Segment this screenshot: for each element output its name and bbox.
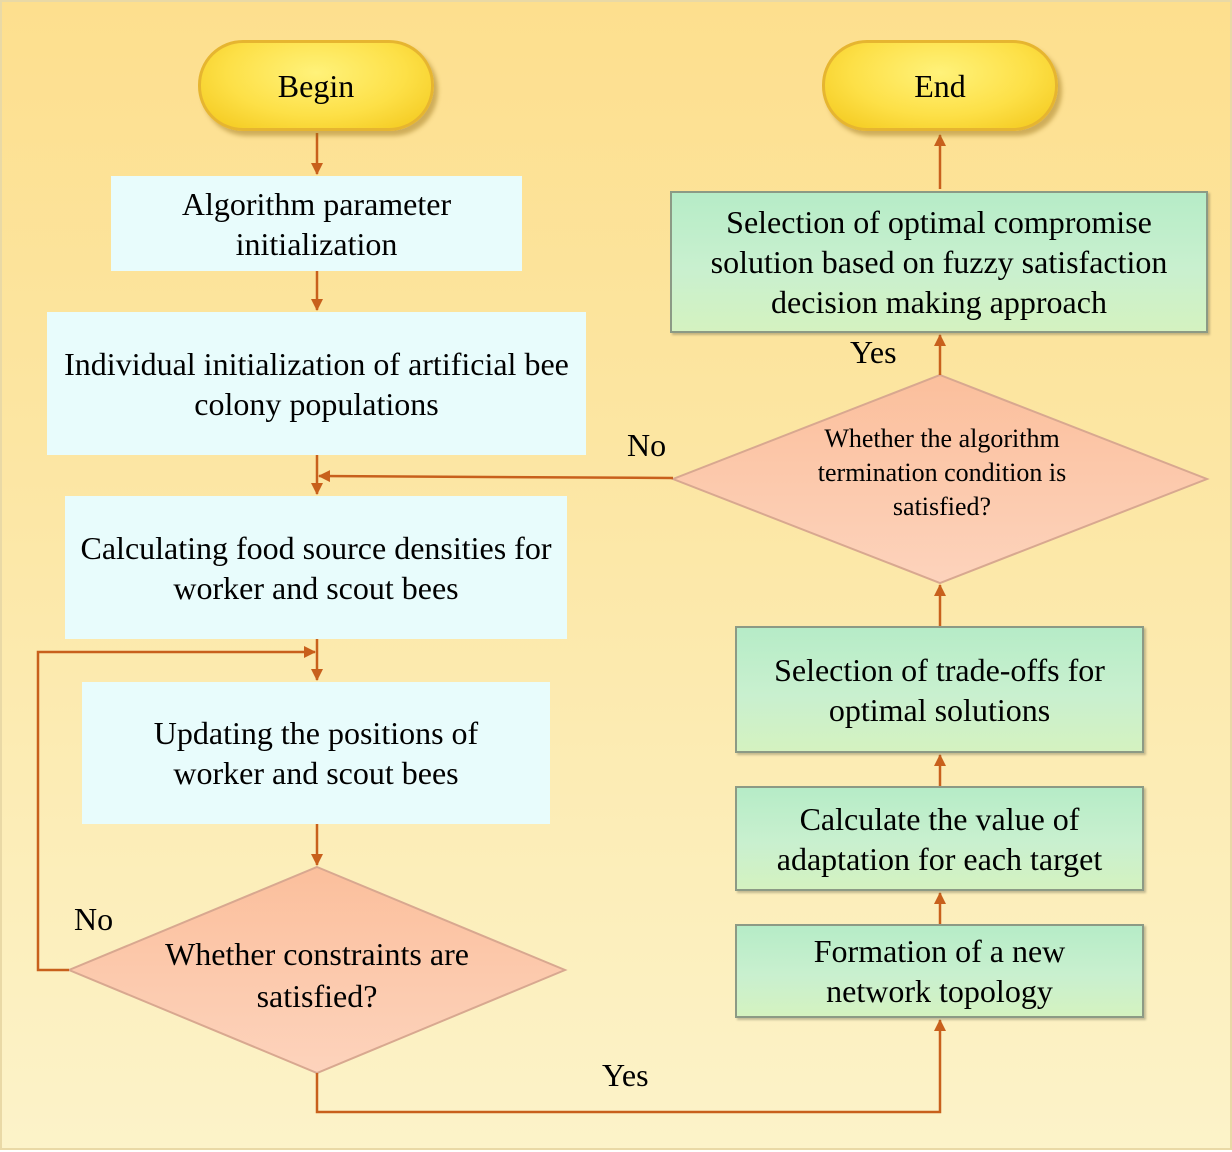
tradeoffs-box: Selection of trade-offs for optimal solu…	[735, 626, 1144, 753]
constraints-decision-text: Whether constraints are satisfied?	[165, 936, 469, 1014]
end-label: End	[914, 67, 966, 104]
begin-terminal: Begin	[198, 40, 434, 131]
indiv-init-box: Individual initialization of artificial …	[47, 312, 586, 455]
param-init-box: Algorithm parameter initialization	[111, 176, 522, 271]
food-density-text: Calculating food source densities for wo…	[80, 529, 552, 606]
update-positions-text: Updating the positions of worker and sco…	[153, 715, 479, 791]
food-density-box: Calculating food source densities for wo…	[65, 496, 567, 639]
yes-bottom-label: Yes	[602, 1057, 649, 1093]
update-positions-box: Updating the positions of worker and sco…	[82, 682, 550, 824]
arrow-termination-no	[318, 470, 674, 483]
adaptation-text: Calculate the value of adaptation for ea…	[776, 800, 1103, 877]
new-topology-box: Formation of a new network topology	[735, 924, 1144, 1018]
compromise-text: Selection of optimal compromise solution…	[710, 204, 1168, 320]
yes-top-label: Yes	[850, 334, 897, 370]
no-left-label: No	[74, 901, 114, 937]
begin-label: Begin	[277, 67, 355, 104]
indiv-init-text: Individual initialization of artificial …	[64, 345, 569, 422]
param-init-text: Algorithm parameter initialization	[181, 185, 452, 262]
end-terminal: End	[822, 40, 1058, 131]
arrow-constraints-yes	[315, 1019, 946, 1114]
termination-decision-shape	[670, 373, 1210, 585]
adaptation-box: Calculate the value of adaptation for ea…	[735, 786, 1144, 891]
tradeoffs-text: Selection of trade-offs for optimal solu…	[774, 651, 1105, 728]
termination-decision-text: Whether the algorithm termination condit…	[817, 424, 1067, 521]
compromise-box: Selection of optimal compromise solution…	[670, 191, 1208, 333]
new-topology-text: Formation of a new network topology	[813, 933, 1066, 1009]
arrow-constraints-no-loop	[36, 646, 316, 972]
no-right-label: No	[627, 427, 667, 463]
